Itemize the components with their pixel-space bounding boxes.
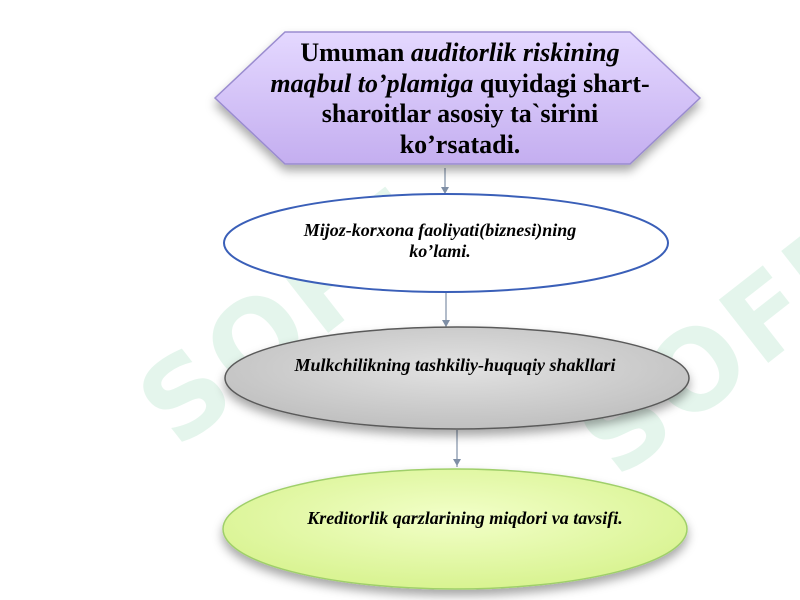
node-ellipse-business-scale <box>223 193 669 293</box>
connector-arrow-1 <box>441 187 449 194</box>
node-label-payables: Kreditorlik qarzlarining miqdori va tavs… <box>307 508 623 528</box>
header-text-part3: quyidagi shart-sharoitlar asosiy ta`siri… <box>321 68 650 160</box>
node-label-business-scale: Mijoz-korxona faoliyati(biznesi)ning ko’… <box>303 220 577 262</box>
node-ellipse-payables <box>222 468 688 590</box>
header-hexagon <box>213 31 702 165</box>
header-text: Umuman auditorlik riskining maqbul to’pl… <box>270 38 650 161</box>
header-text-part1: Umuman <box>300 38 411 67</box>
header-text-italic: auditorlik riskining maqbul to’plamiga <box>270 38 620 98</box>
connector-arrow-3 <box>453 459 461 466</box>
connector-arrow-2 <box>442 320 450 327</box>
node-ellipse-ownership-forms <box>224 326 690 430</box>
node-label-ownership-forms: Mulkchilikning tashkiliy-huquqiy shaklla… <box>294 355 616 375</box>
